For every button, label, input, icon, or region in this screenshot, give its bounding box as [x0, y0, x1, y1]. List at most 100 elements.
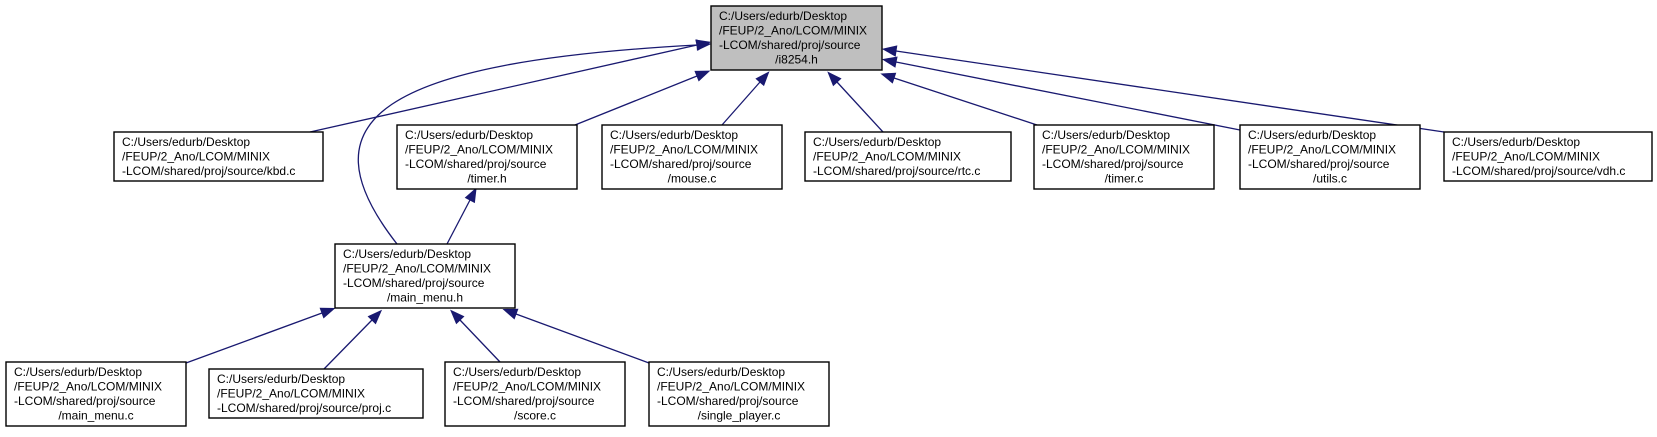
node-timer-h[interactable]: C:/Users/edurb/Desktop/FEUP/2_Ano/LCOM/M… [396, 124, 578, 190]
node-score-c[interactable]: C:/Users/edurb/Desktop/FEUP/2_Ano/LCOM/M… [444, 361, 626, 427]
edge-vdh-c-to-i8254-h-arrowhead [881, 45, 898, 57]
node-label-line: C:/Users/edurb/Desktop [122, 135, 250, 149]
node-box [444, 361, 626, 427]
node-label-line: -LCOM/shared/proj/source/vdh.c [1452, 164, 1625, 178]
node-label-line: /score.c [514, 409, 556, 423]
edge-mouse-c-to-i8254-h-arrowhead [755, 71, 770, 87]
edge-proj-c-to-main-menu-h-line [323, 319, 373, 370]
node-label-line: /FEUP/2_Ano/LCOM/MINIX [1248, 143, 1396, 157]
edges-layer [185, 39, 1445, 370]
node-box [601, 124, 783, 190]
node-timer-c[interactable]: C:/Users/edurb/Desktop/FEUP/2_Ano/LCOM/M… [1033, 124, 1215, 190]
node-label-line: -LCOM/shared/proj/source/proj.c [217, 401, 391, 415]
node-label-line: /FEUP/2_Ano/LCOM/MINIX [405, 143, 553, 157]
node-label-line: C:/Users/edurb/Desktop [719, 9, 847, 23]
node-vdh-c[interactable]: C:/Users/edurb/Desktop/FEUP/2_Ano/LCOM/M… [1443, 131, 1653, 182]
node-box [804, 131, 1012, 182]
node-label-line: /FEUP/2_Ano/LCOM/MINIX [343, 262, 491, 276]
node-label-line: C:/Users/edurb/Desktop [453, 365, 581, 379]
node-box [710, 5, 883, 71]
edge-mouse-c-to-i8254-h [721, 71, 770, 126]
node-box [208, 368, 424, 419]
node-label-line: /mouse.c [668, 172, 717, 186]
node-main-menu-h[interactable]: C:/Users/edurb/Desktop/FEUP/2_Ano/LCOM/M… [334, 243, 516, 309]
edge-main-menu-h-to-timer-h-arrowhead [464, 187, 477, 204]
node-label-line: -LCOM/shared/proj/source/rtc.c [813, 164, 980, 178]
node-label-line: C:/Users/edurb/Desktop [1452, 135, 1580, 149]
edge-mouse-c-to-i8254-h-line [721, 81, 761, 126]
node-label-line: C:/Users/edurb/Desktop [14, 365, 142, 379]
node-label-line: C:/Users/edurb/Desktop [657, 365, 785, 379]
node-box [334, 243, 516, 309]
edge-main-menu-h-to-timer-h [446, 187, 477, 245]
node-label-line: /single_player.c [698, 409, 781, 423]
edge-utils-c-to-i8254-h-line [895, 61, 1241, 131]
node-label-line: /FEUP/2_Ano/LCOM/MINIX [122, 149, 270, 163]
edge-score-c-to-main-menu-h [450, 309, 501, 363]
node-label-line: -LCOM/shared/proj/source [405, 157, 547, 171]
edge-timer-h-to-i8254-h [574, 70, 711, 126]
node-box [1239, 124, 1421, 190]
edge-timer-c-to-i8254-h-line [893, 77, 1038, 126]
edge-rtc-c-to-i8254-h-arrowhead [827, 71, 842, 87]
node-label-line: /FEUP/2_Ano/LCOM/MINIX [719, 24, 867, 38]
edge-main-menu-h-to-i8254-h-line [357, 44, 698, 245]
edge-kbd-c-to-i8254-h [309, 39, 712, 133]
node-label-line: -LCOM/shared/proj/source [657, 394, 799, 408]
node-box [648, 361, 830, 427]
edge-vdh-c-to-i8254-h-line [895, 50, 1445, 133]
node-label-line: /FEUP/2_Ano/LCOM/MINIX [217, 386, 365, 400]
node-proj-c[interactable]: C:/Users/edurb/Desktop/FEUP/2_Ano/LCOM/M… [208, 368, 424, 419]
edge-vdh-c-to-i8254-h [881, 45, 1445, 133]
edge-main-menu-h-to-i8254-h-arrowhead [696, 39, 712, 51]
node-single-player-c[interactable]: C:/Users/edurb/Desktop/FEUP/2_Ano/LCOM/M… [648, 361, 830, 427]
node-label-line: /FEUP/2_Ano/LCOM/MINIX [610, 143, 758, 157]
node-label-line: /utils.c [1313, 172, 1347, 186]
node-main-menu-c[interactable]: C:/Users/edurb/Desktop/FEUP/2_Ano/LCOM/M… [5, 361, 187, 427]
edge-timer-h-to-i8254-h-arrowhead [694, 70, 711, 82]
node-mouse-c[interactable]: C:/Users/edurb/Desktop/FEUP/2_Ano/LCOM/M… [601, 124, 783, 190]
node-label-line: /FEUP/2_Ano/LCOM/MINIX [453, 380, 601, 394]
nodes-layer: C:/Users/edurb/Desktop/FEUP/2_Ano/LCOM/M… [5, 5, 1653, 427]
node-label-line: /FEUP/2_Ano/LCOM/MINIX [1452, 149, 1600, 163]
node-rtc-c[interactable]: C:/Users/edurb/Desktop/FEUP/2_Ano/LCOM/M… [804, 131, 1012, 182]
node-label-line: /FEUP/2_Ano/LCOM/MINIX [657, 380, 805, 394]
node-i8254-h[interactable]: C:/Users/edurb/Desktop/FEUP/2_Ano/LCOM/M… [710, 5, 883, 71]
edge-single-player-c-to-main-menu-h-arrowhead [502, 308, 519, 320]
edge-main-menu-c-to-main-menu-h-arrowhead [319, 307, 336, 319]
edge-timer-c-to-i8254-h-arrowhead [880, 72, 897, 84]
node-label-line: -LCOM/shared/proj/source [453, 394, 595, 408]
node-label-line: -LCOM/shared/proj/source [1042, 157, 1184, 171]
node-label-line: C:/Users/edurb/Desktop [1248, 128, 1376, 142]
edge-utils-c-to-i8254-h [881, 56, 1241, 131]
node-label-line: /timer.c [1105, 172, 1144, 186]
node-label-line: C:/Users/edurb/Desktop [813, 135, 941, 149]
node-box [1443, 131, 1653, 182]
node-box [113, 131, 324, 182]
edge-kbd-c-to-i8254-h-line [309, 44, 698, 133]
node-label-line: C:/Users/edurb/Desktop [343, 247, 471, 261]
node-utils-c[interactable]: C:/Users/edurb/Desktop/FEUP/2_Ano/LCOM/M… [1239, 124, 1421, 190]
edge-single-player-c-to-main-menu-h [502, 308, 650, 364]
node-kbd-c[interactable]: C:/Users/edurb/Desktop/FEUP/2_Ano/LCOM/M… [113, 131, 324, 182]
node-label-line: /main_menu.c [58, 409, 133, 423]
node-label-line: /FEUP/2_Ano/LCOM/MINIX [1042, 143, 1190, 157]
edge-rtc-c-to-i8254-h [827, 71, 884, 133]
node-box [1033, 124, 1215, 190]
node-label-line: /i8254.h [775, 53, 818, 67]
node-label-line: /main_menu.h [387, 291, 463, 305]
node-label-line: C:/Users/edurb/Desktop [217, 372, 345, 386]
edge-score-c-to-main-menu-h-arrowhead [450, 309, 465, 325]
edge-timer-h-to-i8254-h-line [574, 75, 698, 126]
node-label-line: C:/Users/edurb/Desktop [1042, 128, 1170, 142]
edge-utils-c-to-i8254-h-arrowhead [881, 56, 898, 68]
edge-rtc-c-to-i8254-h-line [836, 81, 884, 133]
node-label-line: -LCOM/shared/proj/source/kbd.c [122, 164, 295, 178]
node-label-line: C:/Users/edurb/Desktop [405, 128, 533, 142]
edge-main-menu-h-to-i8254-h [357, 39, 712, 245]
node-label-line: -LCOM/shared/proj/source [343, 276, 485, 290]
node-label-line: /FEUP/2_Ano/LCOM/MINIX [813, 149, 961, 163]
edge-single-player-c-to-main-menu-h-line [515, 313, 650, 364]
node-box [396, 124, 578, 190]
node-label-line: /FEUP/2_Ano/LCOM/MINIX [14, 380, 162, 394]
